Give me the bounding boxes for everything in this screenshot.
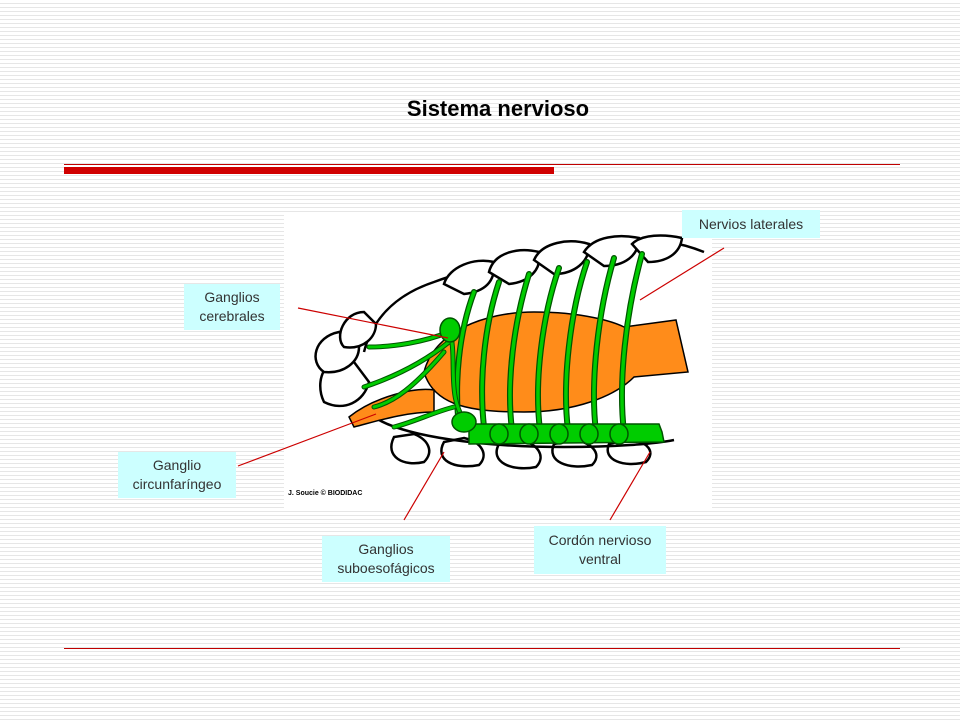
ventral-ganglion xyxy=(489,423,509,445)
leader-ganglio-circunfaringeo xyxy=(237,413,377,467)
figure-credit: J. Soucie © BIODIDAC xyxy=(288,490,363,497)
footer-rule xyxy=(64,648,900,649)
callout-ganglios-suboesofagicos: Ganglios suboesofágicos xyxy=(322,536,450,582)
ventral-lobe xyxy=(390,432,431,465)
ventral-ganglion xyxy=(519,423,539,445)
title-rule-thin xyxy=(64,164,900,165)
slide-title: Sistema nervioso xyxy=(406,96,590,121)
callout-ganglio-circunfaringeo: Ganglio circunfaríngeo xyxy=(118,452,236,498)
callout-nervios-laterales: Nervios laterales xyxy=(682,210,820,238)
leader-ganglios-cerebrales xyxy=(297,307,449,339)
callout-cordon-nervioso-ventral: Cordón nervioso ventral xyxy=(534,526,666,574)
worm-anatomy-figure: J. Soucie © BIODIDAC xyxy=(284,212,712,510)
title-rule-thick xyxy=(64,167,554,174)
ventral-ganglion xyxy=(609,423,629,445)
subesophageal-ganglion xyxy=(451,411,477,433)
leader-nervios-laterales xyxy=(639,247,725,301)
body-outline-ventral xyxy=(373,415,675,449)
cerebral-ganglion xyxy=(439,317,461,343)
leader-ganglios-suboesofagicos xyxy=(403,451,445,521)
leader-cordon-nervioso-ventral xyxy=(609,451,651,521)
segment-arc xyxy=(532,240,591,276)
callout-ganglios-cerebrales: Ganglios cerebrales xyxy=(184,284,280,330)
ventral-ganglion xyxy=(549,423,569,445)
ventral-ganglion xyxy=(579,423,599,445)
worm-drawing xyxy=(314,234,705,470)
